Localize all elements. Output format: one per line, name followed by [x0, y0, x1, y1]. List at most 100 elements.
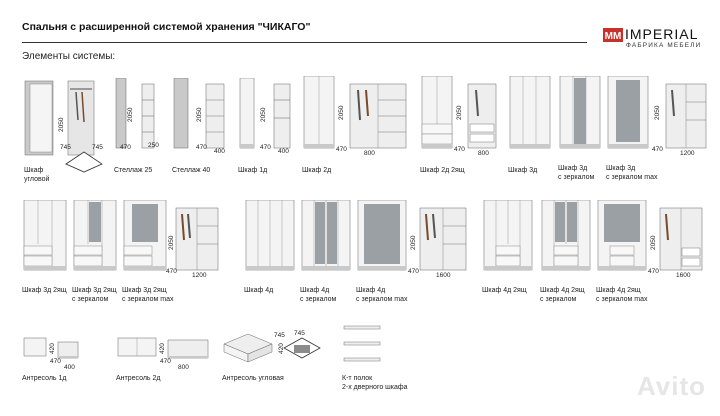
mezzanine-corner-drawing	[223, 333, 321, 363]
wardrobe-3d-2drawers-label: Шкаф 3д 2ящ	[22, 287, 67, 294]
mezzanine-1d-label: Антресоль 1д	[22, 375, 67, 382]
mezzanine-2d-label: Антресоль 2д	[116, 375, 161, 382]
wardrobe-2d-height: 2050	[338, 105, 345, 120]
logo-mark-icon: MM	[603, 28, 623, 42]
wardrobe-3d-mirror-max: 2050 470 1200	[606, 76, 710, 157]
shelf-40-depth: 470	[196, 144, 207, 151]
wardrobe-4d-mirror-max-width: 1600	[436, 272, 451, 279]
shelf-40-drawing	[173, 78, 225, 149]
mezzanine-1d-drawing	[23, 337, 79, 359]
mezzanine-2d-width: 800	[178, 364, 189, 371]
mezzanine-2d-drawing	[117, 337, 209, 359]
corner-wardrobe-drawing	[24, 80, 95, 156]
wardrobe-2d-2drawers: 2050 470 800	[420, 76, 500, 157]
shelf-40-height: 2050	[196, 107, 203, 122]
wardrobe-1d: 2050 470 400	[238, 78, 294, 155]
wardrobe-4d-2drawers-mirror-max-height: 2050	[650, 235, 657, 250]
logo-tagline: ФАБРИКА МЕБЕЛИ	[626, 42, 702, 49]
wardrobe-4d-mirror	[300, 200, 352, 276]
mezzanine-corner-depth-2: 745	[294, 330, 305, 337]
wardrobe-4d-2drawers-mirror-max: 2050 470 1600	[596, 200, 706, 280]
wardrobe-1d-height: 2050	[260, 107, 267, 122]
wardrobe-4d	[244, 200, 296, 276]
mezzanine-2d-depth: 470	[160, 358, 171, 365]
mezzanine-2d: 420 470 800	[116, 336, 216, 371]
wardrobe-4d-2drawers-label: Шкаф 4д 2ящ	[482, 287, 527, 294]
corner-depth-1: 745	[60, 144, 71, 151]
mezzanine-corner: 420 745 745	[222, 326, 322, 370]
wardrobe-3d-mirror-max-drawing	[607, 76, 707, 149]
shelf-25-depth: 470	[120, 144, 131, 151]
shelf-40-width: 400	[214, 148, 225, 155]
shelf-25-label: Стеллаж 25	[114, 167, 153, 174]
wardrobe-3d-2drawers	[22, 200, 68, 276]
corner-plan-icon	[65, 151, 103, 173]
brand-logo: MM IMPERIAL ФАБРИКА МЕБЕЛИ	[603, 26, 700, 49]
shelf-40: 2050 470 400	[172, 78, 228, 155]
shelf-25-height: 2050	[127, 107, 134, 122]
wardrobe-4d-2drawers-mirror-drawing	[541, 200, 591, 271]
wardrobe-4d-mirror-max: 2050 470 1600	[356, 200, 468, 280]
wardrobe-3d-2drawers-mirror-max-width: 1200	[192, 272, 207, 279]
mezzanine-1d-height: 420	[49, 343, 56, 354]
wardrobe-2d-2drawers-width: 800	[478, 150, 489, 157]
wardrobe-1d-depth: 470	[260, 144, 271, 151]
wardrobe-2d-2drawers-height: 2050	[456, 105, 463, 120]
wardrobe-3d-2drawers-mirror-max-height: 2050	[168, 235, 175, 250]
mezzanine-corner-depth-1: 745	[274, 332, 285, 339]
mezzanine-2d-height: 420	[159, 343, 166, 354]
wardrobe-2d: 2050 470 800	[302, 76, 410, 157]
shelf-kit-drawing	[343, 325, 381, 362]
wardrobe-4d-mirror-max-drawing	[357, 200, 467, 271]
shelf-25-width: 250	[148, 142, 159, 149]
shelf-40-label: Стеллаж 40	[172, 167, 211, 174]
corner-depth-2: 745	[92, 144, 103, 151]
wardrobe-4d-mirror-max-height: 2050	[410, 235, 417, 250]
wardrobe-3d-2drawers-mirror-drawing	[73, 200, 117, 271]
wardrobe-3d-2drawers-mirror-max: 2050 470 1200	[122, 200, 222, 280]
wardrobe-4d-2drawers-mirror-max-depth: 470	[648, 268, 659, 275]
wardrobe-4d-2drawers-drawing	[483, 200, 533, 271]
wardrobe-2d-2drawers-label: Шкаф 2д 2ящ	[420, 167, 465, 174]
wardrobe-3d-drawing	[509, 76, 551, 149]
corner-height: 2050	[58, 117, 65, 132]
wardrobe-2d-label: Шкаф 2д	[302, 167, 332, 174]
wardrobe-3d-2drawers-mirror	[72, 200, 118, 276]
wardrobe-4d-drawing	[245, 200, 295, 271]
wardrobe-1d-label: Шкаф 1д	[238, 167, 268, 174]
wardrobe-3d-mirror	[558, 76, 602, 152]
mezzanine-1d-width: 400	[64, 364, 75, 371]
mezzanine-corner-label: Антресоль угловая	[222, 375, 284, 382]
wardrobe-4d-mirror-drawing	[301, 200, 351, 271]
wardrobe-3d-2drawers-drawing	[23, 200, 67, 271]
wardrobe-3d-2drawers-mirror-max-depth: 470	[166, 268, 177, 275]
wardrobe-4d-label: Шкаф 4д	[244, 287, 274, 294]
mezzanine-1d-depth: 470	[50, 358, 61, 365]
svg-text:MM: MM	[605, 31, 622, 42]
corner-plan: 745 745	[60, 144, 104, 174]
mezzanine-corner-height: 420	[278, 343, 285, 354]
wardrobe-4d-mirror-max-depth: 470	[408, 268, 419, 275]
page-title: Спальня с расширенной системой хранения …	[22, 21, 311, 33]
wardrobe-2d-drawing	[303, 76, 407, 149]
wardrobe-3d-mirror-drawing	[559, 76, 601, 149]
wardrobe-2d-2drawers-drawing	[421, 76, 497, 149]
wardrobe-3d-2drawers-mirror-max-drawing	[123, 200, 219, 271]
wardrobe-1d-drawing	[239, 78, 291, 149]
shelf-25: 2050 470 250	[114, 78, 159, 154]
corner-wardrobe: 2050	[24, 80, 102, 162]
wardrobe-4d-2drawers	[482, 200, 534, 276]
avito-watermark: Avito	[636, 371, 706, 401]
title-divider	[22, 42, 587, 43]
wardrobe-3d	[508, 76, 552, 152]
logo-brand: IMPERIAL	[625, 26, 699, 42]
wardrobe-4d-2drawers-mirror-max-width: 1600	[676, 272, 691, 279]
